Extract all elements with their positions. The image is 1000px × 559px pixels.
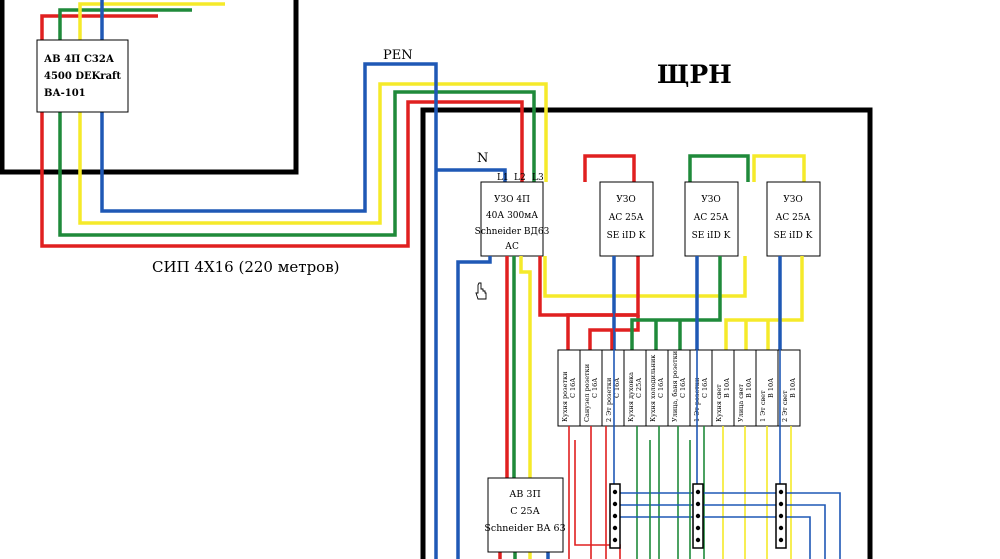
group-rcd-2-line-1: УЗО xyxy=(701,195,721,205)
breaker-3p-line-3: Schneider ВА 63 xyxy=(484,523,565,534)
neutral-bar-1 xyxy=(609,483,621,549)
breaker-8-name: Кухня свет xyxy=(715,384,723,422)
main-rcd-line-4: АС xyxy=(505,242,519,252)
breaker-3-name: 2 Эт розетки xyxy=(605,378,613,422)
panel-frame xyxy=(420,107,873,559)
group-rcd-2-line-3: SE iID K xyxy=(692,231,731,241)
neutral-bar-3 xyxy=(775,483,787,549)
breaker-3p: АВ 3П С 25А Schneider ВА 63 xyxy=(484,477,566,559)
group-rcd-3-line-1: УЗО xyxy=(783,195,803,205)
main-rcd-line-2: 40А 300мА xyxy=(486,211,538,221)
group-rcd-1-line-1: УЗО xyxy=(616,195,636,205)
breaker-2-name: Санузел розетки xyxy=(583,364,591,422)
breaker-3-rating: С 16А xyxy=(613,378,621,398)
cable-label: СИП 4Х16 (220 метров) xyxy=(152,258,340,276)
group-rcd-2: УЗО АС 25А SE iID K xyxy=(684,181,739,257)
breaker-5-name: Кухня холодильник xyxy=(649,355,657,422)
group-rcd-3: УЗО АС 25А SE iID K xyxy=(766,181,821,257)
main-rcd-line-3: Schneider ВД63 xyxy=(475,227,550,237)
phase-label-l3: L3 xyxy=(532,173,544,183)
breaker-3p-line-1: АВ 3П xyxy=(509,489,541,500)
group-rcd-3-line-2: АС 25А xyxy=(776,213,811,223)
breaker-8-rating: В 10А xyxy=(723,378,731,398)
breaker-4-rating: С 25А xyxy=(635,378,643,398)
hand-cursor-icon xyxy=(475,282,487,300)
input-cabinet-frame xyxy=(0,0,299,175)
panel-title: ЩРН xyxy=(657,60,732,89)
breaker-4-name: Кухня духовка xyxy=(627,372,635,422)
breaker-6-name: Улица, баня розетки xyxy=(671,351,679,422)
main-breaker-line-1: АВ 4П С32А xyxy=(44,54,115,65)
sip-cable xyxy=(40,0,548,248)
group-feeds xyxy=(566,256,804,350)
main-breaker-line-3: ВА-101 xyxy=(44,88,86,99)
breaker-11-rating: В 10А xyxy=(789,378,797,398)
breaker-5-rating: С 16А xyxy=(657,378,665,398)
breaker-9-rating: В 10А xyxy=(745,378,753,398)
breaker-6-rating: С 16А xyxy=(679,378,687,398)
phase-label-l2: L2 xyxy=(514,173,526,183)
group-rcd-1-line-3: SE iID K xyxy=(607,231,646,241)
main-rcd: УЗО 4П 40А 300мА Schneider ВД63 АС xyxy=(475,181,550,257)
breaker-2-rating: С 16А xyxy=(591,378,599,398)
breaker-11-name: 2 Эт свет xyxy=(781,390,789,422)
breaker-10-name: 1 Эт свет xyxy=(759,390,767,422)
breaker-3p-line-2: С 25А xyxy=(510,506,540,517)
breaker-1-rating: С 16А xyxy=(569,378,577,398)
group-rcd-1: УЗО АС 25А SE iID K xyxy=(599,181,654,257)
pen-label: PEN xyxy=(383,48,413,63)
breaker-7-rating: С 16А xyxy=(701,378,709,398)
breaker-9-name: Улица свет xyxy=(737,384,745,422)
group-rcd-2-line-2: АС 25А xyxy=(694,213,729,223)
group-rcd-1-line-2: АС 25А xyxy=(609,213,644,223)
n-label: N xyxy=(477,151,488,166)
breaker-1-name: Кухня розетки xyxy=(561,372,569,422)
main-rcd-line-1: УЗО 4П xyxy=(494,195,530,205)
phase-label-l1: L1 xyxy=(497,173,509,183)
main-breaker: АВ 4П С32А 4500 DEKraft ВА-101 xyxy=(36,39,129,113)
breaker-row: Кухня розетки С 16А Санузел розетки С 16… xyxy=(557,349,801,427)
breaker-10-rating: В 10А xyxy=(767,378,775,398)
neutral-bar-2 xyxy=(692,483,704,549)
main-breaker-line-2: 4500 DEKraft xyxy=(44,71,121,82)
outgoing-wires xyxy=(568,256,841,559)
group-rcd-3-line-3: SE iID K xyxy=(774,231,813,241)
